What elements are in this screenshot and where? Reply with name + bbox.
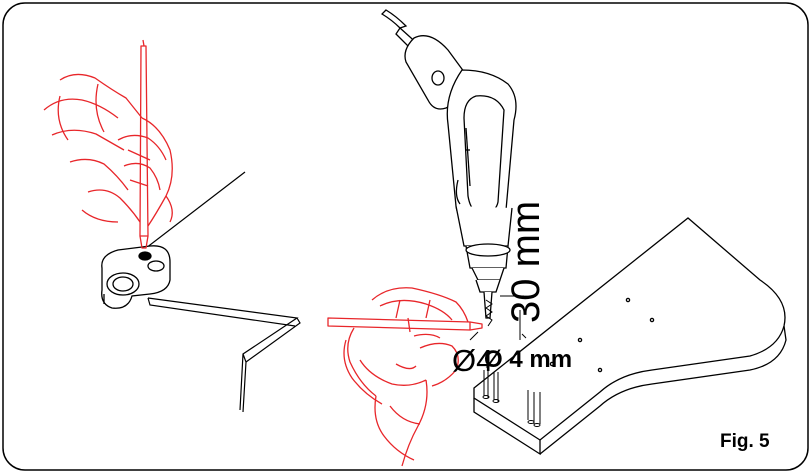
depth-dimension-line (500, 295, 527, 340)
hand-with-marker-icon (43, 39, 173, 249)
work-surface-icon (473, 217, 787, 456)
drilling-jig-icon (101, 245, 171, 309)
screw-icon (482, 370, 541, 427)
diameter-label: Ø 4 mm (484, 346, 573, 373)
drill-bit-icon (485, 299, 493, 327)
diameter-label-overlap: Ø4 (452, 343, 494, 378)
depth-dimension-label: 30 mm (504, 200, 548, 323)
drill-icon (380, 9, 517, 319)
figure-caption: Fig. 5 (720, 431, 770, 452)
diameter-leader-line (469, 331, 479, 341)
left-table-icon (119, 171, 301, 413)
hand-with-marker-icon (327, 287, 483, 467)
